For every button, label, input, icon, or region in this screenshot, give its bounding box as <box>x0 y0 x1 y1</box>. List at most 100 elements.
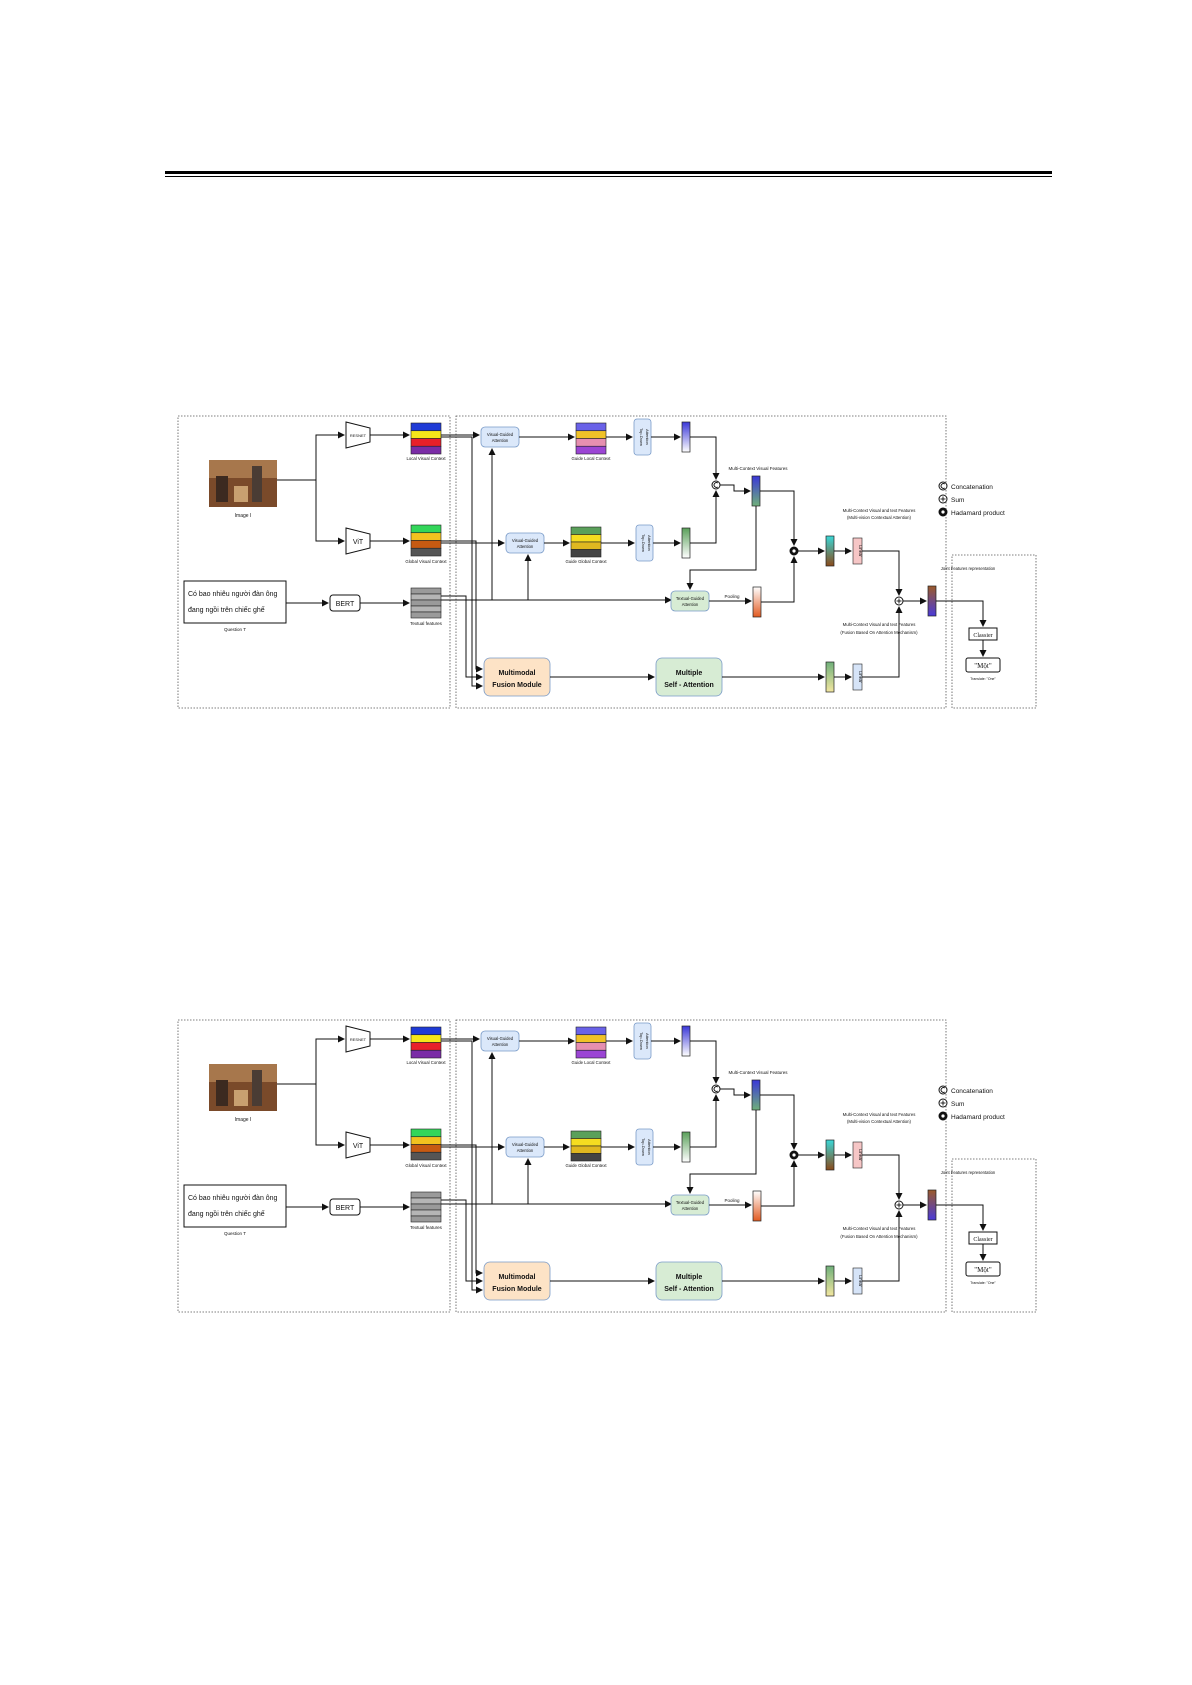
input-image-wall <box>209 1064 277 1082</box>
label-textual_features_label: Textual features <box>410 621 443 626</box>
label-guide_global_label: Guide Global Context <box>565 1163 607 1168</box>
label-bert_label: BERT <box>336 601 355 608</box>
label-mcvt1_label_1: Multi-Context Visual and text Features <box>843 1112 916 1117</box>
textual-features-stripe <box>410 605 442 613</box>
image-to-resnet <box>277 431 345 481</box>
image-to-vit <box>315 480 345 545</box>
concat-operator-c <box>713 482 719 488</box>
label-image_label: Image I <box>235 513 252 519</box>
label-answer_label: "Một" <box>974 662 992 670</box>
label-global_context_label: Global Visual Context <box>405 1163 447 1168</box>
top-double-rule-thin <box>165 176 1052 177</box>
answer-box <box>965 1261 1001 1277</box>
global-visual-context-stripe <box>410 532 442 541</box>
textual-features-stripe <box>410 1203 442 1211</box>
label-resnet_label: RESNET <box>350 433 367 438</box>
resnet-encoder <box>345 421 371 449</box>
legend-concat-icon-c <box>940 483 946 489</box>
guide-local-context-stripe <box>575 445 607 455</box>
label-vga_label_1: Visual-Guided <box>512 1142 539 1147</box>
multiple-self-attention <box>655 657 723 697</box>
global-visual-context-stripe <box>410 540 442 549</box>
global-visual-context-stripe <box>410 547 442 557</box>
resnet-encoder <box>345 1025 371 1053</box>
joint-to-classifier <box>936 600 987 627</box>
concat-operator-c <box>713 1086 719 1092</box>
local-visual-context-stripe <box>410 430 442 439</box>
label-msa_label_1: Multiple <box>676 1274 703 1281</box>
label-linear_label: Linear <box>858 671 863 683</box>
label-question_line2: đang ngồi trên chiếc ghế <box>188 605 265 614</box>
hadamard-operator-dot <box>792 1153 796 1157</box>
global-to-concat <box>690 1094 720 1148</box>
global-visual-context-stripe <box>410 1136 442 1145</box>
linear1-to-sum <box>862 1154 903 1200</box>
image-to-resnet <box>277 1035 345 1085</box>
textual-features-stripe <box>410 1197 442 1205</box>
label-mcvf_label: Multi-Context Visual Features <box>729 466 789 471</box>
label-mcvt2_label_2: (Fusion Based On Attention Mechanism) <box>840 1234 918 1239</box>
label-legend_sum: Sum <box>951 497 964 504</box>
label-tda_label_2: Attention <box>645 429 650 445</box>
legend-concat-icon <box>938 481 948 491</box>
guide-global-context-stripe <box>570 541 602 550</box>
pooled-to-hadamard <box>761 556 798 603</box>
label-joint_label: Joint Features representation <box>941 1170 996 1175</box>
label-linear_label: Linear <box>858 1275 863 1287</box>
label-question_line1: Có bao nhiêu người đàn ông <box>188 1195 278 1202</box>
input-image-person <box>252 466 262 502</box>
label-mcvt1_label_1: Multi-Context Visual and text Features <box>843 508 916 513</box>
global-to-concat <box>690 490 720 544</box>
multimodal-fusion-module <box>483 657 551 697</box>
guide-global-context-stripe <box>570 534 602 543</box>
global-feature-vector <box>681 1131 691 1163</box>
label-mcvt2_label_2: (Fusion Based On Attention Mechanism) <box>840 630 918 635</box>
multi-context-visual-vector <box>751 1079 761 1111</box>
label-tda_label_1: Top-Down <box>641 534 646 552</box>
label-vit_label: ViT <box>353 1143 364 1150</box>
input-panel <box>177 415 451 709</box>
label-msa_label_2: Self - Attention <box>664 682 714 689</box>
label-pooling_label: Pooling <box>724 594 740 599</box>
label-msa_label_2: Self - Attention <box>664 1286 714 1293</box>
linear2-to-sum <box>862 1210 903 1282</box>
label-mcvf_label: Multi-Context Visual Features <box>729 1070 789 1075</box>
label-guide_local_label: Guide Local Context <box>572 456 612 461</box>
question-box <box>183 1184 287 1228</box>
label-tga_label_2: Attention <box>682 602 699 607</box>
legend-concat-icon-c <box>940 1087 946 1093</box>
label-answer_label: "Một" <box>974 1266 992 1274</box>
label-tga_label_2: Attention <box>682 1206 699 1211</box>
local-visual-context-stripe <box>410 1042 442 1051</box>
label-joint_label: Joint Features representation <box>941 566 996 571</box>
mcvt-vector-1 <box>825 1139 835 1171</box>
label-legend_hadamard: Hadamard product <box>951 510 1005 517</box>
label-answer_caption: Translate: "One" <box>970 1281 996 1285</box>
hadamard-operator-dot <box>792 549 796 553</box>
textual-features-stripe <box>410 611 442 619</box>
top-double-rule <box>165 171 1052 174</box>
legend-concat-icon <box>938 1085 948 1095</box>
mcvf-to-tga <box>686 506 757 590</box>
label-mcvt2_label_1: Multi-Context Visual and text Features <box>843 1226 916 1231</box>
mcvf-to-tga <box>686 1110 757 1194</box>
label-global_context_label: Global Visual Context <box>405 559 447 564</box>
global-visual-context-stripe <box>410 1144 442 1153</box>
pooled-to-hadamard <box>761 1160 798 1207</box>
mcvt-vector-2 <box>825 661 835 693</box>
linear2-to-sum <box>862 606 903 678</box>
textual-to-fusion <box>441 595 483 681</box>
label-question_line1: Có bao nhiêu người đàn ông <box>188 591 278 598</box>
label-mcvt1_label_2: (Multi-vision Contextual Attention) <box>847 1119 912 1124</box>
label-classier_label: Classier <box>973 1237 992 1243</box>
local-visual-context-stripe <box>410 1049 442 1059</box>
input-image-person <box>216 1080 228 1106</box>
global-visual-context-stripe <box>410 1151 442 1161</box>
label-legend_concat: Concatenation <box>951 484 993 491</box>
visual-guided-attention-global <box>505 1136 545 1158</box>
label-guide_local_label: Guide Local Context <box>572 1060 612 1065</box>
mcvf-to-hadamard <box>760 1094 798 1150</box>
label-mcvt1_label_2: (Multi-vision Contextual Attention) <box>847 515 912 520</box>
global-to-fusion <box>441 540 483 673</box>
